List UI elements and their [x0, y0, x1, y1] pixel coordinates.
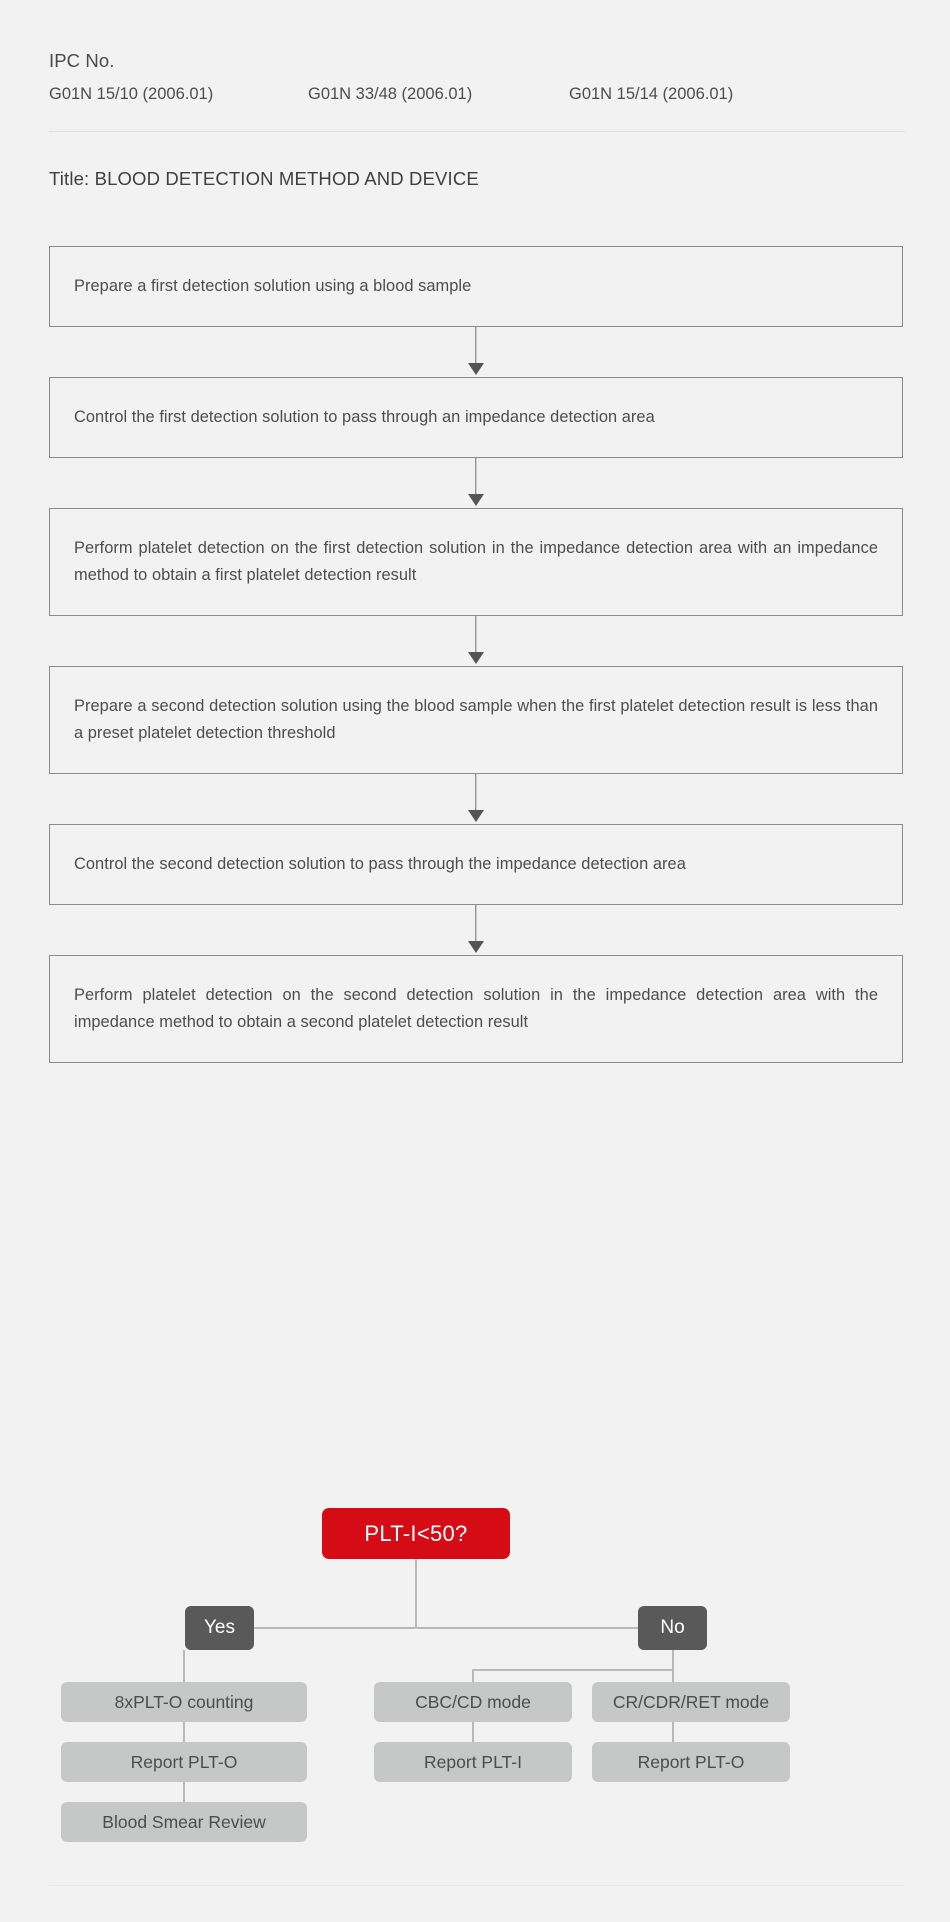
leaf-node-cbc-cd-mode[interactable]: CBC/CD mode — [374, 1682, 572, 1722]
arrow-head-icon — [468, 810, 484, 822]
arrow-line — [475, 458, 477, 496]
arrow-line — [475, 905, 477, 943]
flow-arrow-4 — [49, 774, 903, 824]
page-title: Title: BLOOD DETECTION METHOD AND DEVICE — [49, 168, 479, 189]
flow-step-text: Prepare a second detection solution usin… — [74, 697, 878, 742]
document-card: IPC No. G01N 15/10 (2006.01) G01N 33/48 … — [49, 0, 905, 1886]
tree-connector-left-1-2 — [183, 1722, 185, 1742]
flow-step-text: Control the second detection solution to… — [74, 855, 686, 873]
flow-step-text: Control the first detection solution to … — [74, 408, 655, 426]
decision-node-plt-threshold[interactable]: PLT-I<50? — [322, 1508, 510, 1559]
tree-connector-yes — [183, 1650, 185, 1682]
flow-step-box: Perform platelet detection on the second… — [49, 955, 903, 1063]
arrow-line — [475, 327, 477, 365]
flow-arrow-3 — [49, 616, 903, 666]
tree-connector-middle-1-2 — [472, 1722, 474, 1742]
ipc-label: IPC No. — [49, 50, 115, 71]
ipc-code-row: G01N 15/10 (2006.01) G01N 33/48 (2006.01… — [49, 85, 905, 109]
tree-connector-branch-rail — [254, 1627, 638, 1629]
flow-step-text: Perform platelet detection on the first … — [74, 539, 878, 584]
arrow-line — [475, 774, 477, 812]
flow-step-text: Prepare a first detection solution using… — [74, 277, 472, 295]
tree-connector-no-split-rail — [473, 1669, 673, 1671]
flow-step-box: Perform platelet detection on the first … — [49, 508, 903, 616]
header-divider — [49, 131, 905, 132]
ipc-code-1: G01N 15/10 (2006.01) — [49, 85, 214, 103]
ipc-code-3: G01N 15/14 (2006.01) — [569, 85, 734, 103]
leaf-node-report-plt-i[interactable]: Report PLT-I — [374, 1742, 572, 1782]
arrow-head-icon — [468, 363, 484, 375]
leaf-node-blood-smear-review[interactable]: Blood Smear Review — [61, 1802, 307, 1842]
branch-node-yes[interactable]: Yes — [185, 1606, 254, 1650]
tree-connector-root — [415, 1559, 417, 1628]
arrow-line — [475, 616, 477, 654]
ipc-code-2: G01N 33/48 (2006.01) — [308, 85, 473, 103]
flow-arrow-1 — [49, 327, 903, 377]
tree-connector-right-drop — [672, 1669, 674, 1682]
tree-connector-no — [672, 1650, 674, 1670]
flow-step-box: Prepare a second detection solution usin… — [49, 666, 903, 774]
arrow-head-icon — [468, 941, 484, 953]
decision-tree: PLT-I<50? Yes No 8xPLT-O counting Report… — [49, 1508, 905, 1878]
flow-step-box: Control the second detection solution to… — [49, 824, 903, 905]
tree-connector-right-1-2 — [672, 1722, 674, 1742]
leaf-node-8x-plt-o-counting[interactable]: 8xPLT-O counting — [61, 1682, 307, 1722]
flow-arrow-5 — [49, 905, 903, 955]
tree-connector-left-2-3 — [183, 1782, 185, 1802]
process-flowchart: Prepare a first detection solution using… — [49, 246, 905, 1063]
arrow-head-icon — [468, 652, 484, 664]
leaf-node-report-plt-o-no[interactable]: Report PLT-O — [592, 1742, 790, 1782]
arrow-head-icon — [468, 494, 484, 506]
branch-node-no[interactable]: No — [638, 1606, 707, 1650]
leaf-node-report-plt-o-yes[interactable]: Report PLT-O — [61, 1742, 307, 1782]
leaf-node-cr-cdr-ret-mode[interactable]: CR/CDR/RET mode — [592, 1682, 790, 1722]
flow-step-box: Control the first detection solution to … — [49, 377, 903, 458]
flow-step-text: Perform platelet detection on the second… — [74, 986, 878, 1031]
tree-connector-middle-drop — [472, 1669, 474, 1682]
flow-step-box: Prepare a first detection solution using… — [49, 246, 903, 327]
flow-arrow-2 — [49, 458, 903, 508]
